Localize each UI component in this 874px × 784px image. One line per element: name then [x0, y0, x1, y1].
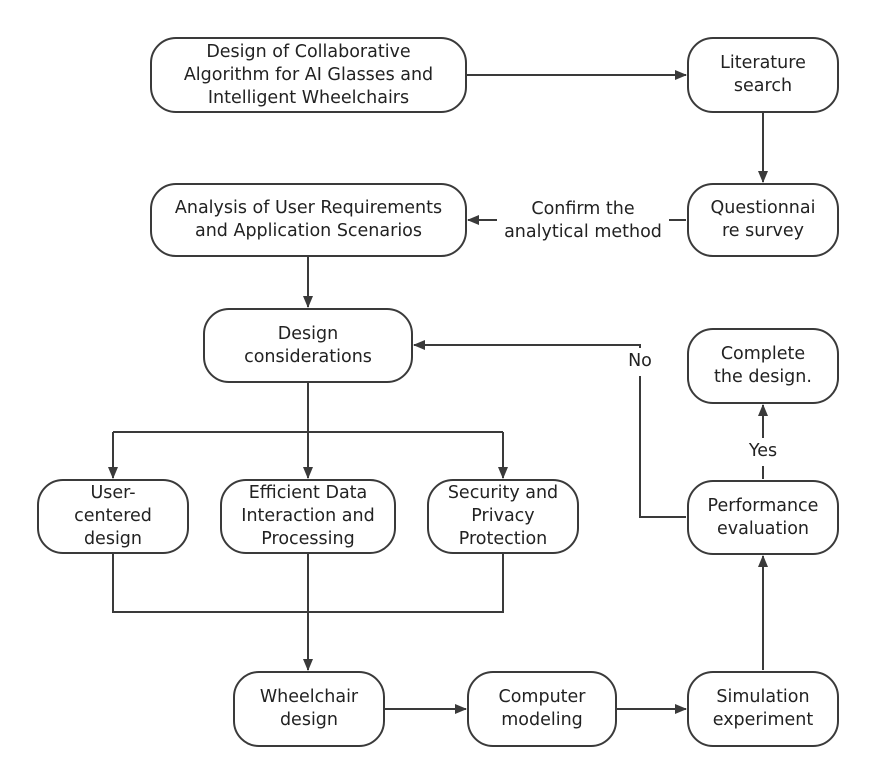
node-computer-modeling: Computer modeling — [467, 671, 617, 747]
node-security-privacy-label: Security and Privacy Protection — [447, 483, 559, 549]
node-complete-design: Complete the design. — [687, 328, 839, 404]
node-design-goal: Design of Collaborative Algorithm for AI… — [150, 37, 467, 113]
node-wheelchair-design-label: Wheelchair design — [259, 687, 359, 730]
node-simulation-experiment: Simulation experiment — [687, 671, 839, 747]
node-data-interaction-label: Efficient Data Interaction and Processin… — [241, 483, 375, 549]
edge-label-confirm-method: Confirm the analytical method — [497, 198, 669, 244]
edge-label-no: No — [624, 350, 656, 373]
node-requirements-analysis-label: Analysis of User Requirements and Applic… — [174, 198, 443, 241]
node-design-considerations-label: Design considerations — [244, 323, 372, 367]
node-user-centered-design: User- centered design — [37, 479, 189, 554]
node-design-considerations: Design considerations — [203, 308, 413, 383]
node-simulation-experiment-label: Simulation experiment — [712, 687, 814, 730]
node-data-interaction: Efficient Data Interaction and Processin… — [220, 479, 396, 554]
node-questionnaire-survey-label: Questionnai re survey — [710, 198, 816, 241]
edge-performance-no-loop-upper — [413, 340, 641, 350]
node-literature-search-label: Literature search — [720, 53, 806, 96]
node-complete-design-label: Complete the design. — [714, 344, 812, 387]
node-questionnaire-survey: Questionnai re survey — [687, 183, 839, 257]
node-wheelchair-design: Wheelchair design — [233, 671, 385, 747]
edge-label-yes: Yes — [745, 440, 781, 463]
node-design-goal-label: Design of Collaborative Algorithm for AI… — [183, 41, 434, 108]
node-requirements-analysis: Analysis of User Requirements and Applic… — [150, 183, 467, 257]
edge-performance-no-loop-lower — [639, 376, 686, 518]
node-computer-modeling-label: Computer modeling — [498, 687, 586, 730]
node-security-privacy: Security and Privacy Protection — [427, 479, 579, 554]
node-user-centered-design-label: User- centered design — [74, 483, 152, 549]
node-performance-evaluation-label: Performance evaluation — [707, 495, 819, 539]
node-performance-evaluation: Performance evaluation — [687, 480, 839, 555]
node-literature-search: Literature search — [687, 37, 839, 113]
